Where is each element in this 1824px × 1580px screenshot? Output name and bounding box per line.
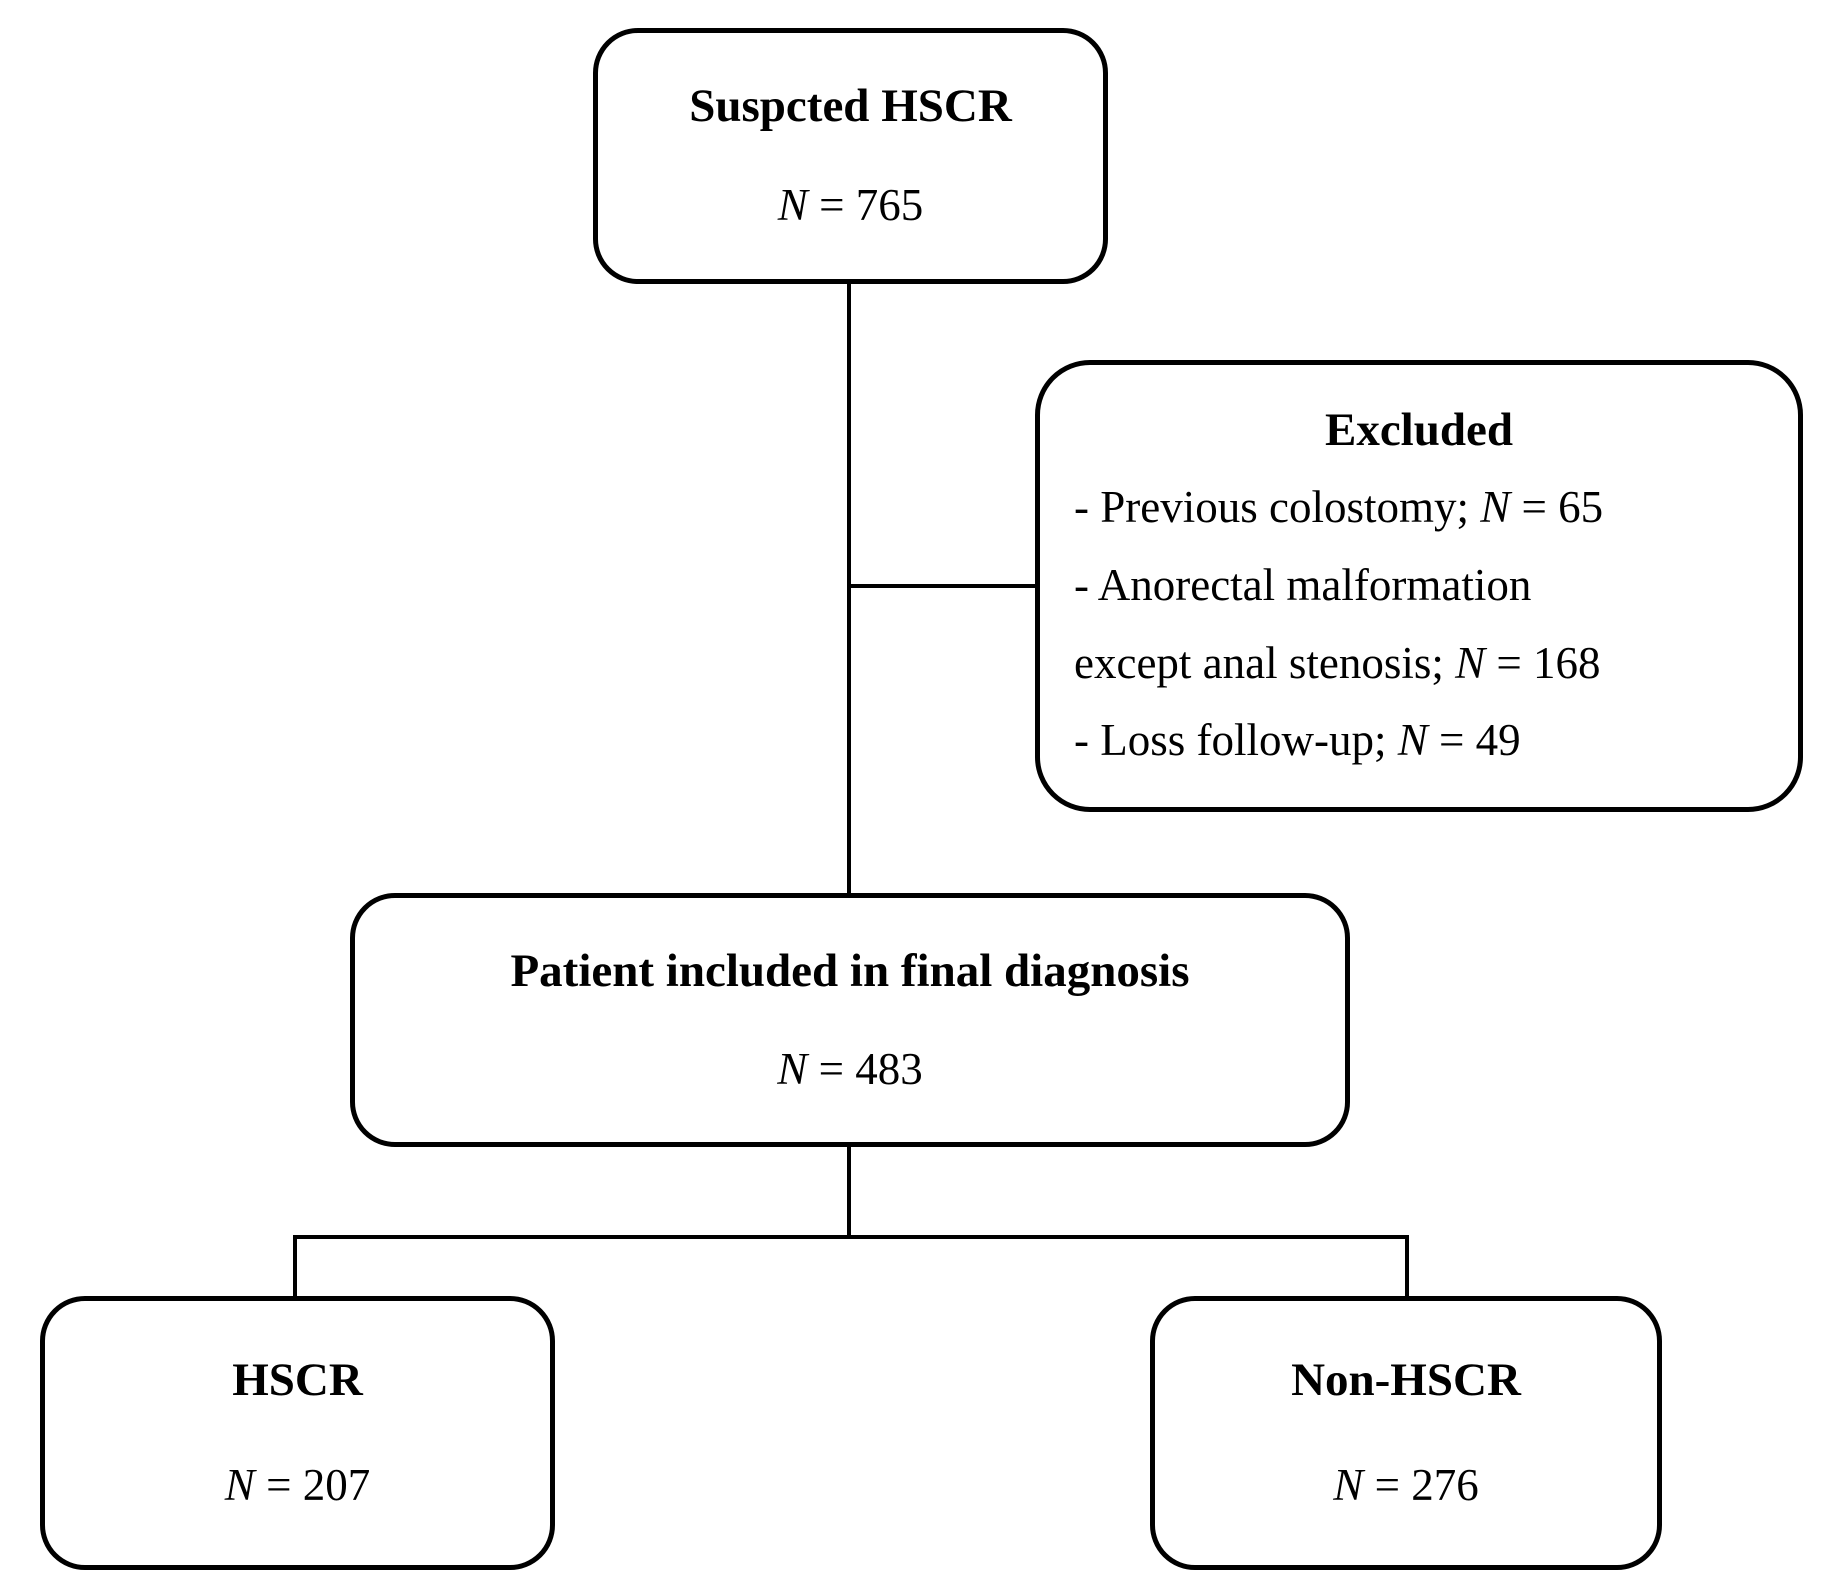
connector-branch-horizontal bbox=[293, 1235, 1409, 1239]
excluded-item-previous-colostomy: - Previous colostomy; N = 65 bbox=[1074, 482, 1764, 534]
excluded-item-anorectal-malformation: - Anorectal malformation bbox=[1074, 560, 1764, 612]
included-title: Patient included in final diagnosis bbox=[510, 944, 1190, 997]
non-hscr-count: N = 276 bbox=[1333, 1460, 1479, 1511]
excluded-item-count: N = 168 bbox=[1455, 637, 1601, 688]
hscr-box: HSCR N = 207 bbox=[40, 1296, 555, 1570]
excluded-title: Excluded bbox=[1324, 403, 1514, 456]
connector-suspected-to-included bbox=[847, 282, 851, 895]
suspected-hscr-box: Suspcted HSCR N = 765 bbox=[593, 28, 1108, 284]
excluded-item-text: - Anorectal malformation bbox=[1074, 560, 1532, 611]
excluded-box: Excluded - Previous colostomy; N = 65 - … bbox=[1035, 360, 1803, 812]
excluded-item-anorectal-continuation: except anal stenosis; N = 168 bbox=[1074, 638, 1764, 690]
included-count: N = 483 bbox=[777, 1043, 923, 1094]
excluded-item-text: except anal stenosis; bbox=[1074, 637, 1456, 688]
hscr-title: HSCR bbox=[232, 1354, 363, 1407]
suspected-hscr-title: Suspcted HSCR bbox=[689, 80, 1012, 133]
suspected-hscr-count: N = 765 bbox=[777, 180, 924, 231]
included-box: Patient included in final diagnosis N = … bbox=[350, 893, 1350, 1147]
excluded-item-text: - Previous colostomy; bbox=[1074, 482, 1481, 533]
connector-included-to-branch bbox=[847, 1145, 851, 1237]
excluded-item-loss-follow-up: - Loss follow-up; N = 49 bbox=[1074, 715, 1764, 767]
non-hscr-box: Non-HSCR N = 276 bbox=[1150, 1296, 1662, 1570]
excluded-item-count: N = 49 bbox=[1397, 715, 1521, 766]
connector-drop-hscr bbox=[293, 1235, 297, 1298]
hscr-count: N = 207 bbox=[224, 1460, 371, 1511]
excluded-item-count: N = 65 bbox=[1480, 482, 1604, 533]
connector-drop-non-hscr bbox=[1405, 1235, 1409, 1298]
excluded-item-text: - Loss follow-up; bbox=[1074, 715, 1398, 766]
connector-to-excluded bbox=[849, 584, 1035, 588]
non-hscr-title: Non-HSCR bbox=[1291, 1354, 1521, 1407]
